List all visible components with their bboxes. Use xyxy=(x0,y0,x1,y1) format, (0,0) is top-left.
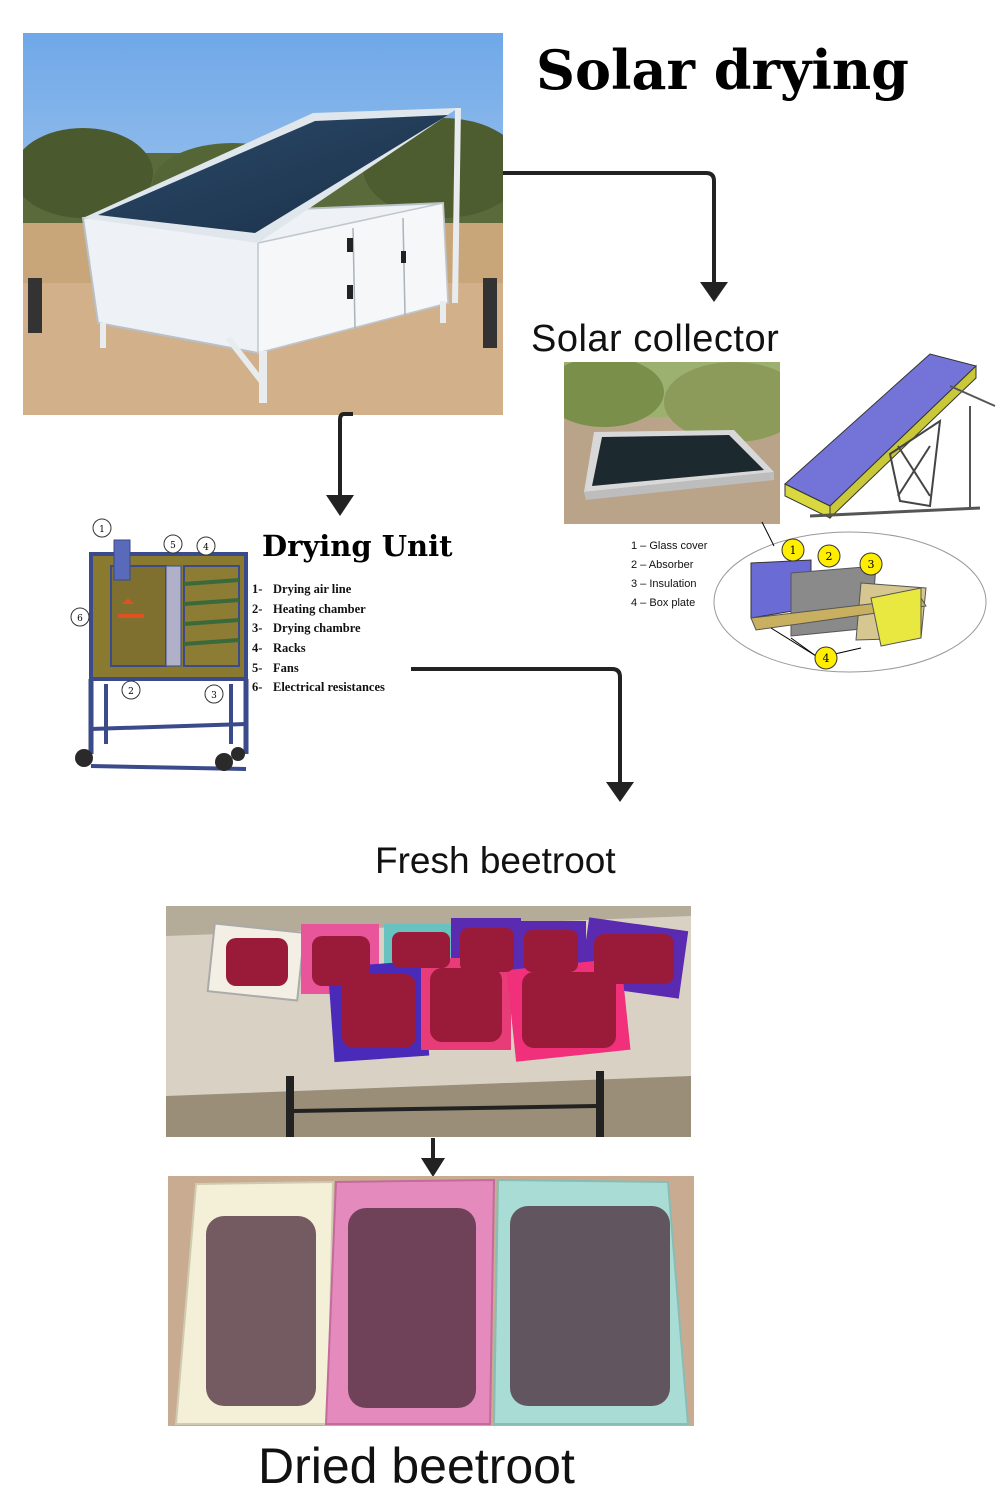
arrow-down-icon xyxy=(411,667,634,802)
svg-text:1: 1 xyxy=(99,525,105,535)
legend-item: 4-Racks xyxy=(252,641,306,656)
svg-text:3: 3 xyxy=(868,558,875,571)
leader-line xyxy=(761,521,775,547)
svg-text:4: 4 xyxy=(203,543,209,553)
drying-unit-legend: 1-Drying air line 2-Heating chamber 3-Dr… xyxy=(252,580,385,698)
unit-callout: 1 xyxy=(92,518,112,538)
dried-beetroot-photo xyxy=(168,1176,694,1426)
legend-item: 3 – Insulation xyxy=(631,578,697,590)
svg-text:2: 2 xyxy=(128,687,134,697)
collector-legend: 1 – Glass cover 2 – Absorber 3 – Insulat… xyxy=(631,537,707,613)
unit-callout: 3 xyxy=(204,684,224,704)
svg-text:6: 6 xyxy=(77,614,83,624)
drying-unit-drawing: 1 2 3 4 5 6 xyxy=(66,514,256,780)
unit-callout: 6 xyxy=(70,607,90,627)
legend-item: 4 – Box plate xyxy=(631,597,696,609)
collector-photo xyxy=(564,362,780,524)
svg-text:5: 5 xyxy=(170,541,176,551)
legend-item: 3-Drying chambre xyxy=(252,621,361,636)
arrow-down-icon xyxy=(326,412,354,516)
svg-text:4: 4 xyxy=(823,652,830,665)
collector-3d-model xyxy=(780,346,999,524)
unit-callout: 4 xyxy=(196,536,216,556)
fresh-beetroot-label: Fresh beetroot xyxy=(375,840,616,881)
legend-item: 6-Electrical resistances xyxy=(252,680,385,695)
unit-callout: 5 xyxy=(163,534,183,554)
unit-callout: 2 xyxy=(121,680,141,700)
collector-callout: 4 xyxy=(814,646,838,670)
collector-callout: 3 xyxy=(859,552,883,576)
legend-item: 1 – Glass cover xyxy=(631,540,708,552)
legend-item: 2-Heating chamber xyxy=(252,601,366,616)
collector-callout: 2 xyxy=(817,544,841,568)
legend-item: 1-Drying air line xyxy=(252,582,352,596)
arrow-down-icon xyxy=(503,171,728,302)
dried-beetroot-label: Dried beetroot xyxy=(258,1438,575,1494)
drying-unit-heading: Drying Unit xyxy=(262,529,453,563)
fresh-beetroot-photo xyxy=(166,906,691,1137)
svg-text:1: 1 xyxy=(790,544,797,557)
svg-text:2: 2 xyxy=(826,550,833,563)
legend-item: 5-Fans xyxy=(252,660,299,675)
collector-callout: 1 xyxy=(781,538,805,562)
solar-dryer-photo xyxy=(23,33,503,415)
solar-collector-heading: Solar collector xyxy=(531,318,780,360)
svg-text:3: 3 xyxy=(211,691,217,701)
collector-cross-section: 1 2 3 4 xyxy=(711,528,989,676)
page-title: Solar drying xyxy=(536,38,909,102)
legend-item: 2 – Absorber xyxy=(631,559,694,571)
arrow-down-icon xyxy=(421,1138,445,1177)
